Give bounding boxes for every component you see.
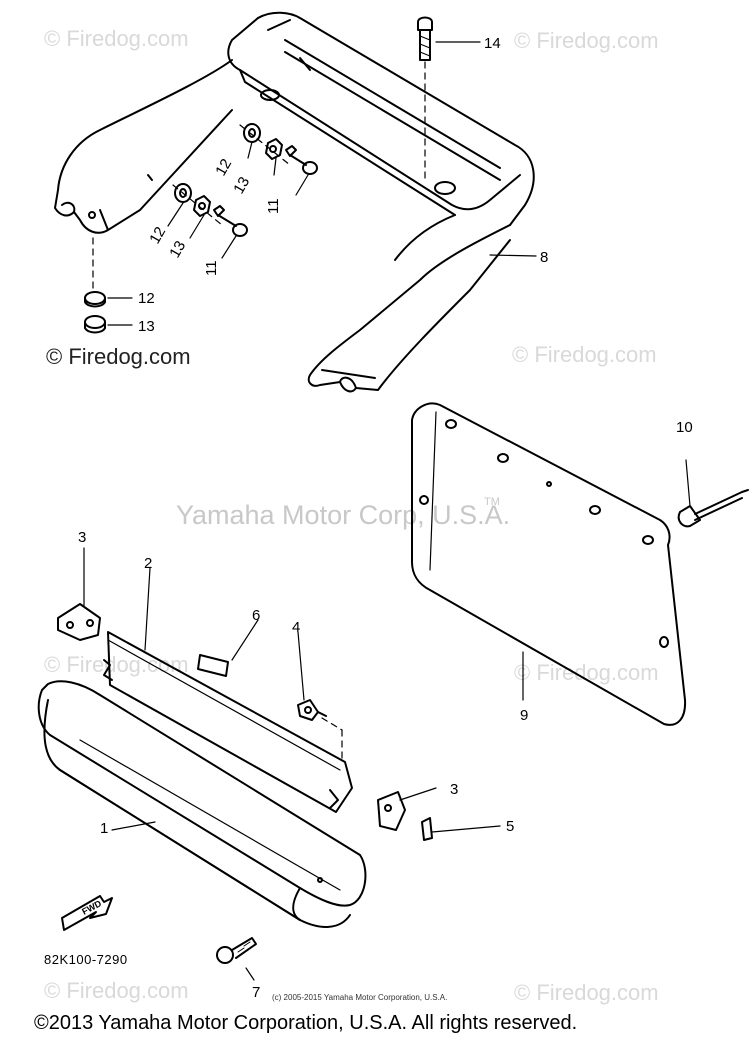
callout-3-left: 3 xyxy=(78,529,86,546)
corp-watermark: Yamaha Motor Corp, U.S.A. xyxy=(176,500,511,530)
callout-8: 8 xyxy=(540,249,548,266)
watermark-mid-right: © Firedog.com xyxy=(512,342,657,367)
strip-part-2 xyxy=(103,631,353,813)
cover-part-1 xyxy=(37,680,367,928)
callout-13-top: 13 xyxy=(230,174,253,197)
grab-bar-part-8 xyxy=(54,11,535,393)
callout-12-top: 12 xyxy=(212,156,235,179)
watermark-top-left: © Firedog.com xyxy=(44,26,189,51)
callout-4: 4 xyxy=(292,619,300,636)
screw-part-4 xyxy=(297,699,343,761)
callout-numbers: 1 2 3 3 4 5 6 7 8 9 10 11 11 12 12 12 13… xyxy=(78,35,693,1001)
clip-part-10 xyxy=(677,489,749,528)
callout-2: 2 xyxy=(144,555,152,572)
fwd-arrow-icon: FWD xyxy=(61,895,113,931)
footer-copyright: ©2013 Yamaha Motor Corporation, U.S.A. A… xyxy=(34,1012,578,1034)
bracket-part-3-right xyxy=(377,791,406,831)
callout-10: 10 xyxy=(676,419,693,436)
callout-13-stack: 13 xyxy=(138,318,155,335)
callout-3-right: 3 xyxy=(450,781,458,798)
part-code: 82K100-7290 xyxy=(44,952,128,967)
bracket-part-3-left xyxy=(57,603,101,641)
watermark-top-right: © Firedog.com xyxy=(514,28,659,53)
label-part-6 xyxy=(197,654,229,677)
callout-11-top: 11 xyxy=(265,198,282,214)
watermark-mid-left: © Firedog.com xyxy=(46,344,191,369)
bolt-part-7 xyxy=(216,937,257,964)
clip-part-5 xyxy=(421,817,433,841)
callout-6: 6 xyxy=(252,607,260,624)
callout-11-lower: 11 xyxy=(203,260,220,276)
watermark-lower-left: © Firedog.com xyxy=(44,652,189,677)
watermark-bottom-right: © Firedog.com xyxy=(514,980,659,1005)
callout-9: 9 xyxy=(520,707,528,724)
watermark-lower-right: © Firedog.com xyxy=(514,660,659,685)
callout-1: 1 xyxy=(100,820,108,837)
callout-7: 7 xyxy=(252,984,260,1001)
fasteners-group xyxy=(84,16,433,334)
callout-12-lower: 12 xyxy=(146,224,169,247)
callout-12-stack: 12 xyxy=(138,290,155,307)
trademark-mark: TM xyxy=(484,496,500,508)
callout-5: 5 xyxy=(506,818,514,835)
watermark-bottom-left: © Firedog.com xyxy=(44,978,189,1003)
callout-14: 14 xyxy=(484,35,501,52)
small-copyright: (c) 2005-2015 Yamaha Motor Corporation, … xyxy=(272,993,448,1002)
callout-13-lower: 13 xyxy=(166,238,189,261)
leader-lines xyxy=(83,41,691,981)
plate-panel-part-9 xyxy=(411,402,687,726)
